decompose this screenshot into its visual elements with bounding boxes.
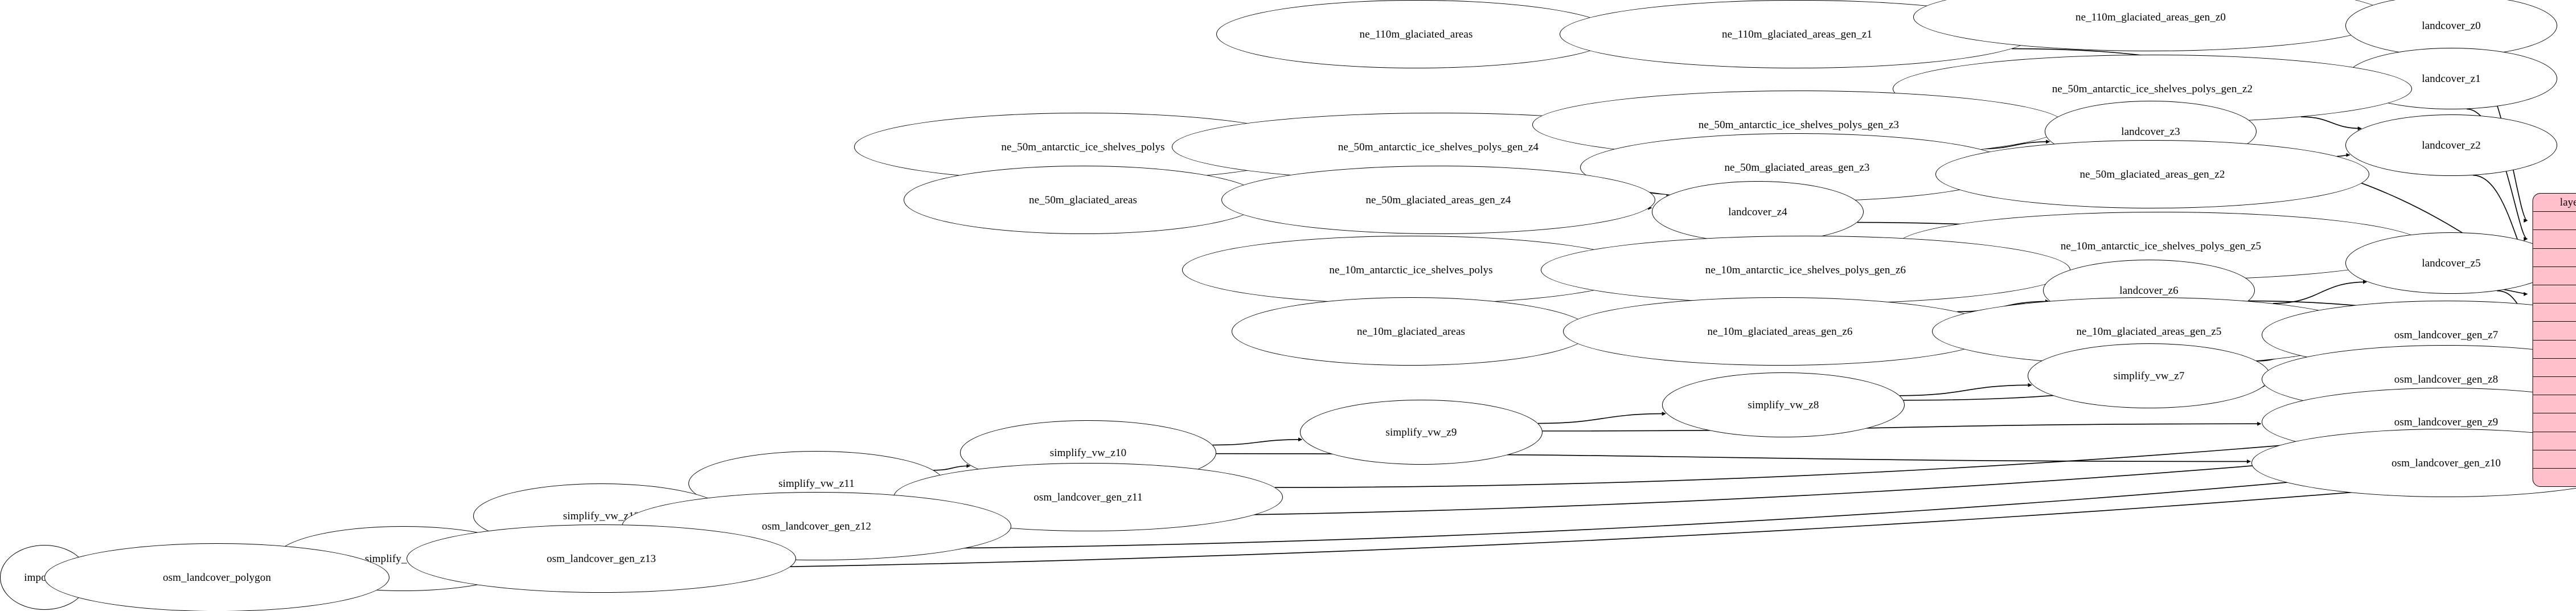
graph-node-label: landcover_z4 (1728, 206, 1787, 218)
graph-node-label: osm_landcover_gen_z8 (2394, 373, 2499, 386)
graph-node-label: simplify_vw_z9 (1385, 426, 1457, 438)
graph-node-label: landcover_z1 (2422, 72, 2481, 85)
graph-node-landcover_z4[interactable]: landcover_z4 (1652, 181, 1864, 243)
graph-node-ne_10m_glaciated_areas[interactable]: ne_10m_glaciated_areas (1232, 297, 1590, 366)
graph-node-ne_10m_antarctic_ice_shelves_polys_gen_z6[interactable]: ne_10m_antarctic_ice_shelves_polys_gen_z… (1541, 236, 2070, 304)
graph-node-label: ne_110m_glaciated_areas (1359, 28, 1473, 40)
record-cell-z6[interactable]: z6 (2533, 322, 2576, 341)
record-cell-z9[interactable]: z9 (2533, 377, 2576, 396)
graph-node-label: ne_110m_glaciated_areas_gen_z0 (2075, 11, 2226, 23)
record-cell-z11[interactable]: z11 (2533, 413, 2576, 432)
record-cell-z2[interactable]: z2 (2533, 249, 2576, 267)
graph-node-label: landcover_z5 (2422, 257, 2481, 269)
graph-node-simplify_vw_z8[interactable]: simplify_vw_z8 (1662, 372, 1905, 437)
graph-node-label: simplify_vw_z7 (2113, 370, 2185, 382)
graph-node-label: osm_landcover_gen_z12 (761, 520, 872, 532)
graph-node-label: landcover_z6 (2119, 284, 2179, 297)
graph-node-label: osm_landcover_gen_z13 (546, 552, 657, 565)
record-cell-z5[interactable]: z5 (2533, 304, 2576, 322)
record-cell-z0[interactable]: z0 (2533, 212, 2576, 231)
graph-node-label: ne_50m_glaciated_areas (1028, 194, 1137, 206)
graph-node-label: landcover_z2 (2422, 139, 2481, 151)
graph-node-label: ne_10m_glaciated_areas_gen_z6 (1707, 325, 1853, 338)
graph-node-label: landcover_z0 (2422, 19, 2481, 32)
graph-node-label: simplify_vw_z11 (778, 477, 855, 490)
graph-node-landcover_z0[interactable]: landcover_z0 (2345, 0, 2557, 56)
graph-node-label: ne_10m_antarctic_ice_shelves_polys_gen_z… (1705, 264, 1906, 276)
record-cell-z12[interactable]: z12 (2533, 432, 2576, 450)
graph-node-label: osm_landcover_polygon (163, 571, 271, 584)
graph-node-ne_110m_glaciated_areas[interactable]: ne_110m_glaciated_areas (1216, 0, 1616, 68)
graph-node-osm_landcover_gen_z13[interactable]: osm_landcover_gen_z13 (407, 524, 796, 593)
graph-node-label: osm_landcover_gen_z9 (2394, 416, 2499, 428)
graph-node-label: ne_50m_antarctic_ice_shelves_polys_gen_z… (1698, 118, 1900, 131)
record-cell-z7[interactable]: z7 (2533, 341, 2576, 359)
graph-node-label: ne_50m_glaciated_areas_gen_z2 (2079, 168, 2225, 181)
graph-node-label: simplify_vw_z10 (1049, 446, 1127, 459)
record-cell-z4[interactable]: z4 (2533, 285, 2576, 304)
record-cell-z1[interactable]: z1 (2533, 230, 2576, 249)
graph-node-ne_10m_glaciated_areas_gen_z6[interactable]: ne_10m_glaciated_areas_gen_z6 (1563, 297, 1997, 366)
graph-node-label: osm_landcover_gen_z7 (2394, 329, 2499, 341)
graph-node-ne_50m_glaciated_areas_gen_z4[interactable]: ne_50m_glaciated_areas_gen_z4 (1221, 166, 1655, 234)
graph-node-osm_landcover_gen_z11[interactable]: osm_landcover_gen_z11 (893, 463, 1283, 531)
graph-node-simplify_vw_z7[interactable]: simplify_vw_z7 (2028, 343, 2270, 408)
graph-node-landcover_z2[interactable]: landcover_z2 (2345, 114, 2557, 176)
graph-node-osm_landcover_polygon[interactable]: osm_landcover_polygon (44, 543, 389, 611)
graph-node-label: ne_50m_antarctic_ice_shelves_polys_gen_z… (1338, 141, 1539, 153)
graph-node-label: ne_10m_glaciated_areas (1356, 325, 1465, 338)
record-title: layer_landcover (2533, 194, 2576, 212)
graph-node-label: ne_10m_antarctic_ice_shelves_polys (1329, 264, 1493, 276)
graph-node-label: landcover_z3 (2121, 125, 2180, 138)
graph-node-label: simplify_vw_z12 (563, 510, 640, 522)
graph-node-label: osm_landcover_gen_z10 (2391, 457, 2501, 469)
graph-node-landcover_z5[interactable]: landcover_z5 (2345, 232, 2557, 294)
graph-node-simplify_vw_z9[interactable]: simplify_vw_z9 (1300, 400, 1543, 465)
record-cell-z8[interactable]: z8 (2533, 359, 2576, 377)
graph-node-label: ne_10m_glaciated_areas_gen_z5 (2076, 325, 2222, 338)
graph-node-label: ne_10m_antarctic_ice_shelves_polys_gen_z… (2060, 240, 2262, 252)
record-cell-z14+[interactable]: z14+ (2533, 469, 2576, 486)
record-cell-z13[interactable]: z13 (2533, 450, 2576, 469)
record-cell-z3[interactable]: z3 (2533, 267, 2576, 285)
graph-node-label: ne_50m_antarctic_ice_shelves_polys_gen_z… (2052, 83, 2253, 95)
graph-node-label: ne_50m_glaciated_areas_gen_z4 (1365, 194, 1511, 206)
graph-node-ne_50m_glaciated_areas[interactable]: ne_50m_glaciated_areas (904, 166, 1262, 234)
graph-node-label: osm_landcover_gen_z11 (1033, 491, 1143, 503)
graph-node-label: ne_110m_glaciated_areas_gen_z1 (1722, 28, 1872, 40)
graph-node-label: simplify_vw_z8 (1748, 399, 1819, 411)
graph-node-label: ne_50m_glaciated_areas_gen_z3 (1724, 161, 1870, 174)
record-node-layer-landcover[interactable]: layer_landcoverz0z1z2z3z4z5z6z7z8z9z10z1… (2532, 193, 2576, 487)
record-cell-z10[interactable]: z10 (2533, 395, 2576, 414)
graph-node-ne_50m_glaciated_areas_gen_z2[interactable]: ne_50m_glaciated_areas_gen_z2 (1935, 140, 2369, 208)
graph-node-label: ne_50m_antarctic_ice_shelves_polys (1001, 141, 1165, 153)
graph-node-osm_landcover_gen_z10[interactable]: osm_landcover_gen_z10 (2251, 429, 2576, 497)
